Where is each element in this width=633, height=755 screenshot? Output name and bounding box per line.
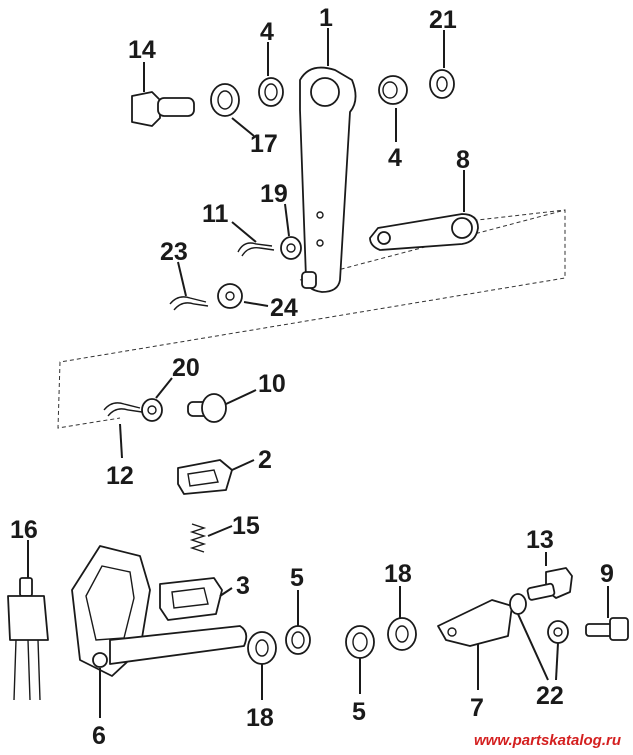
part-20-washer	[141, 398, 163, 422]
part-9-stud	[585, 617, 629, 641]
part-24-washer	[217, 283, 243, 309]
callout-14: 14	[128, 36, 156, 64]
leader-lines	[27, 28, 609, 718]
part-18-washer-lower	[247, 631, 277, 665]
part-15-spring	[189, 523, 207, 553]
callout-9: 9	[600, 560, 614, 588]
watermark-text: www.partskatalog.ru	[474, 732, 621, 749]
part-21-washer	[429, 69, 455, 99]
callout-18-lower: 18	[246, 704, 274, 732]
callout-3: 3	[236, 572, 250, 600]
part-7-lever-bracket	[437, 599, 513, 647]
part-10-pin	[187, 393, 227, 423]
callout-7: 7	[470, 694, 484, 722]
part-14-bolt	[131, 91, 195, 127]
callout-23: 23	[160, 238, 188, 266]
part-16-connector	[7, 577, 49, 701]
callout-5-upper: 5	[290, 564, 304, 592]
callout-24: 24	[270, 294, 298, 322]
part-4-bushing-upper	[258, 77, 284, 107]
callout-16: 16	[10, 516, 38, 544]
callout-20: 20	[172, 354, 200, 382]
part-2-block	[177, 459, 233, 495]
part-12-clip	[103, 402, 143, 417]
callout-5-lower: 5	[352, 698, 366, 726]
part-1-lever-arm	[299, 66, 357, 293]
callout-11: 11	[202, 200, 229, 228]
part-5-bushing-lower	[345, 625, 375, 659]
callout-1: 1	[319, 4, 333, 32]
callout-19: 19	[260, 180, 288, 208]
callout-6: 6	[92, 722, 106, 750]
callout-15: 15	[232, 512, 260, 540]
part-17-washer	[210, 83, 240, 117]
callout-10: 10	[258, 370, 286, 398]
callout-13: 13	[526, 526, 554, 554]
part-3-detent-block	[159, 577, 223, 621]
part-6-shift-shaft	[71, 545, 248, 677]
part-18-washer-upper	[387, 617, 417, 651]
callout-2: 2	[258, 446, 272, 474]
callout-22: 22	[536, 682, 564, 710]
part-8-link-rod	[369, 213, 479, 251]
callout-17: 17	[250, 130, 278, 158]
callout-labels: 1 4 21 14 17 4 8 19 11 23 24 20 10 12 2 …	[10, 4, 614, 750]
part-22-washers	[509, 593, 569, 644]
part-11-clip	[237, 242, 275, 257]
part-4-bushing-right	[378, 75, 408, 105]
part-23-clip	[169, 296, 209, 311]
part-19-washer	[280, 236, 302, 260]
part-5-bushing-upper	[285, 625, 311, 655]
callout-8: 8	[456, 146, 470, 174]
callout-4-right: 4	[388, 144, 402, 172]
callout-21: 21	[429, 6, 457, 34]
callout-4-upper: 4	[260, 18, 274, 46]
callout-18-upper: 18	[384, 560, 412, 588]
callout-12: 12	[106, 462, 134, 490]
part-13-bolt	[526, 567, 573, 601]
